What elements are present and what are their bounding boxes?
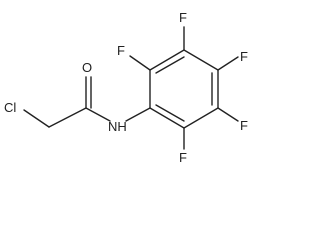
atom-f-right-bottom: F [240, 118, 248, 133]
atom-cl: Cl [4, 100, 16, 115]
atom-nh: NH [108, 119, 127, 134]
bond-f-right-top [217, 56, 239, 71]
atom-f-top: F [179, 10, 187, 25]
ring-bond-5-6 [183, 107, 219, 129]
atom-f-left: F [117, 43, 125, 58]
atom-f-bottom: F [179, 150, 187, 165]
atom-labels: Cl O NH F F F F F [4, 10, 248, 165]
bond-f-right-bottom [217, 107, 239, 122]
bond-f-left [129, 55, 151, 71]
ring-inner-bond-c [155, 104, 185, 122]
ring-inner-bond-a [155, 56, 185, 74]
bond-n-ring [125, 107, 151, 122]
bond-ch2-carbonyl [48, 107, 87, 128]
bond-carbonyl-n [85, 107, 111, 122]
atom-o: O [82, 60, 92, 75]
bond-cl-ch2 [23, 109, 50, 128]
ring-bond-2-3 [149, 49, 185, 71]
atom-f-right-top: F [240, 49, 248, 64]
ring-bond-6-1 [149, 107, 185, 129]
chemical-structure: Cl O NH F F F F F [4, 10, 248, 165]
bonds [23, 26, 239, 150]
ring-bond-3-4 [183, 49, 219, 71]
